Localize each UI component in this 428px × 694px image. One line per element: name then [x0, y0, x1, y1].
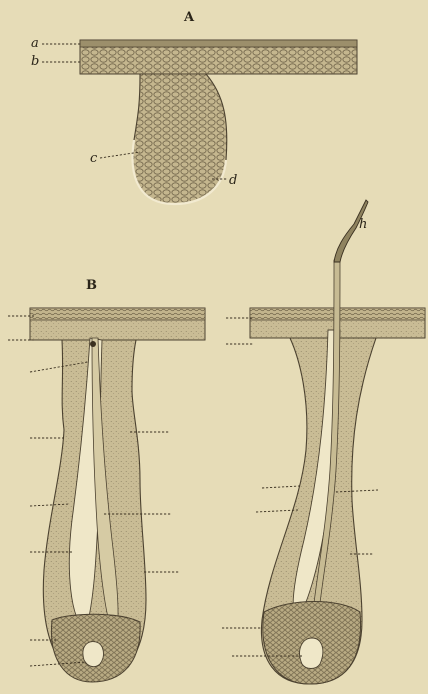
- left-dermal-papilla: [83, 642, 104, 667]
- label-a: a: [31, 36, 39, 51]
- label-b: b: [31, 54, 39, 69]
- left-hair-tip: [90, 341, 96, 347]
- erupted-hair-follicle: h: [250, 200, 425, 684]
- hair-germ-bud: [133, 74, 227, 204]
- panel-a-heading: A: [183, 10, 195, 25]
- label-c: c: [90, 151, 98, 166]
- left-surface-layer: [30, 308, 205, 320]
- horny-layer: [80, 40, 357, 47]
- panel-b: B h: [8, 200, 425, 684]
- developing-hair-follicle: [30, 308, 205, 682]
- panel-b-heading: B: [86, 278, 97, 293]
- label-hair: h: [359, 217, 367, 232]
- label-d: d: [229, 173, 237, 188]
- embryonic-hair-germ: [80, 40, 357, 204]
- panel-a: A a b c d: [31, 10, 357, 204]
- right-dermal-papilla: [300, 638, 323, 669]
